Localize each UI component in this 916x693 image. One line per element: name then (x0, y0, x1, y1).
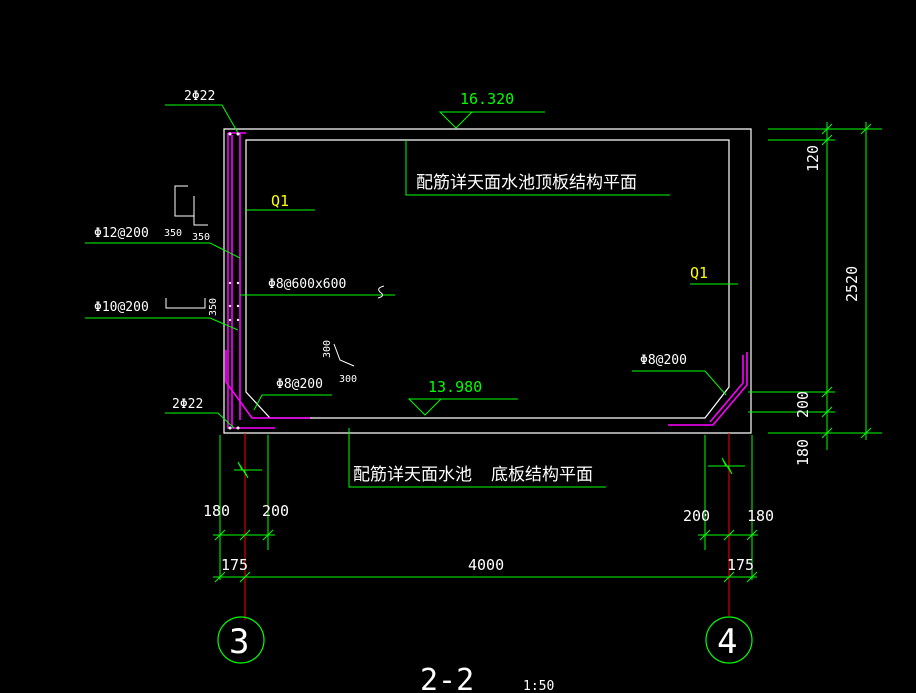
elev-bottom-marker (407, 398, 518, 416)
rebar-dots (228, 132, 240, 430)
wall-tag-right: Q1 (690, 264, 708, 282)
right-dim-slashes (821, 123, 872, 439)
wall-bar-dot (228, 318, 232, 322)
vertical-bar-leader (85, 242, 241, 259)
dim-left-200: 200 (262, 502, 289, 520)
haunch-right-leader (632, 370, 727, 396)
right-dim-vline (826, 122, 867, 450)
left-outer-rebar (227, 133, 275, 429)
wall-bar-dot (236, 281, 240, 285)
haunch-left-leader (253, 394, 332, 411)
top-slab-note: 配筋详天面水池顶板结构平面 (416, 173, 637, 193)
elevation-bottom: 13.980 (428, 378, 482, 396)
corner-bar-dot (228, 132, 232, 136)
bottom-slab-note-b: 底板结构平面 (491, 465, 593, 485)
dim-span: 4000 (468, 556, 504, 574)
left-breaks (234, 461, 262, 479)
leader-lines (85, 104, 738, 488)
label-tie: Φ8@600x600 (268, 277, 346, 292)
hook-detail-2 (165, 298, 206, 309)
bottom-note-leader (348, 428, 606, 488)
right-extension-lines (704, 435, 753, 580)
corner-bar-dot (236, 426, 240, 430)
rebar-group (225, 132, 748, 429)
axis-3-bubble (217, 616, 265, 664)
label-bottom-corner: 2Φ22 (172, 397, 203, 412)
axis-3-label: 3 (229, 622, 249, 662)
right-dimension (748, 122, 882, 450)
wall-tag-left: Q1 (271, 192, 289, 210)
left-haunch-rebar (225, 350, 310, 419)
hook-dim-b: 350 (192, 232, 210, 243)
wall-bar-dot (228, 304, 232, 308)
axis-4-label: 4 (717, 622, 737, 662)
hook-details (165, 185, 385, 367)
wall-bar-dot (228, 281, 232, 285)
dim-right-180: 180 (747, 507, 774, 525)
dim-right-bottom: 180 (794, 439, 812, 466)
dim-left-180: 180 (203, 502, 230, 520)
hook-detail-1 (174, 185, 208, 226)
outer-outline (223, 128, 752, 434)
bottom-dimensions (213, 435, 758, 583)
right-breaks (708, 457, 745, 475)
dim-right-top: 120 (804, 145, 822, 172)
bottom-slab-note-a: 配筋详天面水池 (353, 465, 472, 485)
hook-dim-c: 350 (208, 298, 219, 316)
right-dim-ticks (748, 128, 882, 434)
axis-4-bubble (705, 616, 753, 664)
bottom-corner-leader (165, 412, 235, 429)
right-haunch-rebar-2 (709, 355, 744, 423)
dim-right-haunch: 200 (794, 391, 812, 418)
concrete-outline (223, 128, 752, 434)
dim-left-axis-175: 175 (221, 556, 248, 574)
bend-dim-v: 300 (322, 340, 333, 358)
horizontal-bar-leader (85, 317, 239, 331)
section-title: 2-2 (420, 663, 474, 693)
left-extension-lines (219, 435, 269, 580)
axis-lines (244, 433, 730, 620)
tie-s-symbol (377, 285, 385, 299)
hook-dim-a: 350 (164, 228, 182, 239)
elev-top-marker (438, 111, 545, 129)
corner-bar-dot (228, 426, 232, 430)
inner-outline (245, 139, 730, 419)
label-horizontal-bar: Φ10@200 (94, 300, 149, 315)
label-haunch-right: Φ8@200 (640, 353, 687, 368)
bend-detail (333, 343, 355, 367)
axis-bubbles (217, 616, 753, 664)
section-scale: 1:50 (523, 679, 554, 693)
right-haunch-rebar (668, 352, 748, 426)
dim-slashes (214, 529, 758, 583)
corner-bar-dot (236, 132, 240, 136)
label-haunch-left: Φ8@200 (276, 377, 323, 392)
label-vertical-bar: Φ12@200 (94, 226, 149, 241)
elevation-top: 16.320 (460, 90, 514, 108)
wall-bar-dot (236, 304, 240, 308)
top-note-leader (405, 140, 670, 196)
dim-right-200: 200 (683, 507, 710, 525)
top-corner-leader (165, 104, 239, 134)
wall-bar-dot (236, 318, 240, 322)
dim-right-total: 2520 (843, 266, 861, 302)
dim-right-axis-175: 175 (727, 556, 754, 574)
bend-dim-h: 300 (339, 374, 357, 385)
label-top-corner: 2Φ22 (184, 89, 215, 104)
